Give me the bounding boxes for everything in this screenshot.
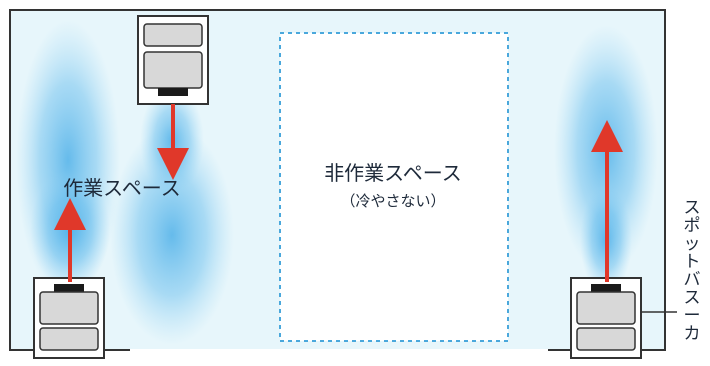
unit-label-char: ポ [684,216,701,236]
unit-label-char: ト [684,252,701,272]
spot-cooler-unit-top [137,15,209,105]
spot-cooler-unit-left [33,277,105,359]
unit-label-char: バ [684,270,701,290]
unit-label-char: カ [684,324,701,344]
work-space-label: 作業スペース [63,176,181,200]
unit-label-char: ス [684,198,701,218]
unit-label-char: ー [684,306,701,326]
unit-label-char: ス [684,288,701,308]
non-work-space-label: 非作業スペース [324,161,462,185]
unit-label: ス ポ ッ ト バ ス ー カ [684,198,701,344]
spot-cooler-unit-right [570,277,642,359]
unit-label-char: ッ [684,234,701,254]
non-work-space-note: （冷やさない） [340,192,445,210]
non-work-zone [279,32,509,342]
